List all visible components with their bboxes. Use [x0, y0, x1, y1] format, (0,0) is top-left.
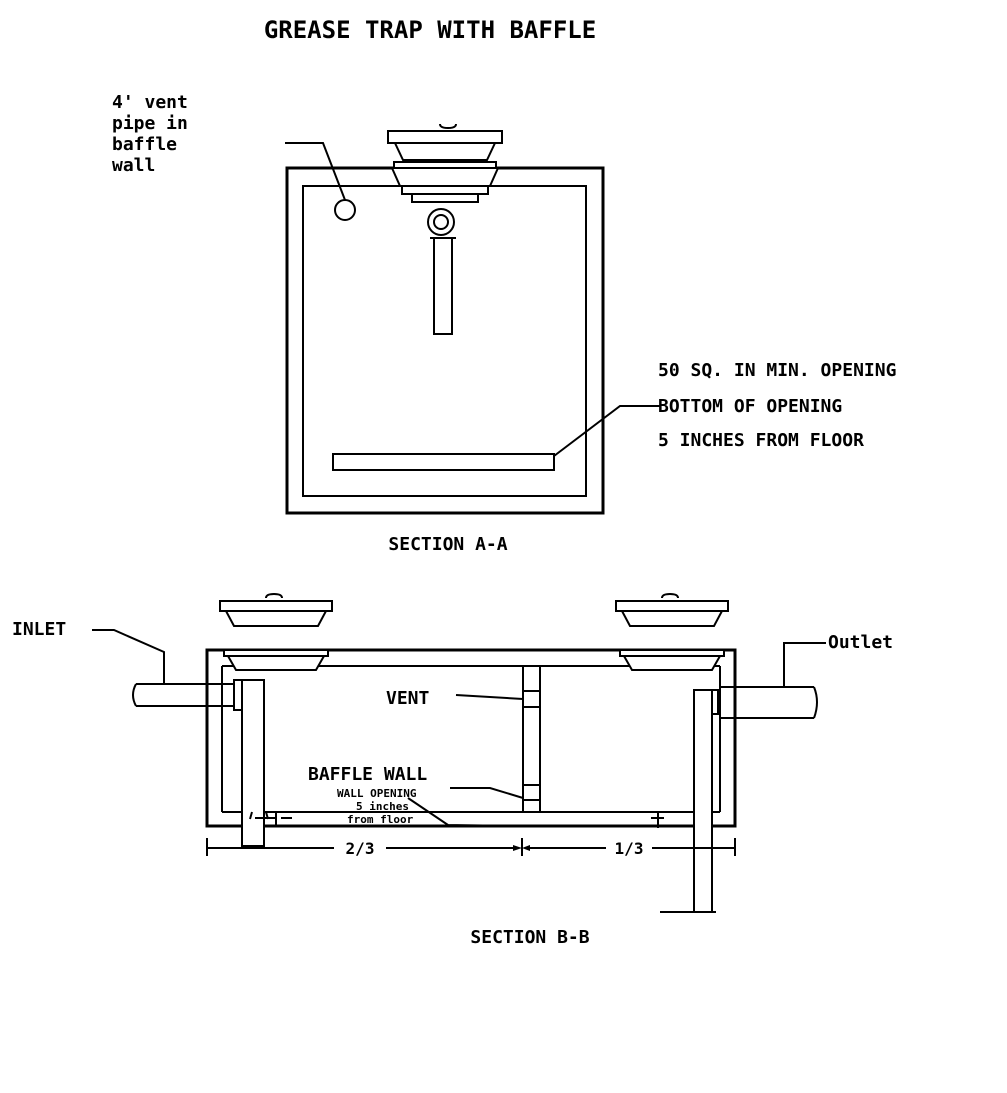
inlet-pipe: [132, 679, 265, 847]
section-a-a-view: 4' vent pipe in baffle wall 50 SQ. IN MI…: [112, 92, 907, 555]
baffle-wall: [522, 665, 541, 813]
tank-outer-wall-b: [205, 648, 737, 828]
manhole-cover-a: [387, 123, 503, 203]
baffle-leader: [407, 797, 516, 827]
tank-inner-wall-a: [302, 185, 587, 497]
opening-note-line-3: 5 INCHES FROM FLOOR: [658, 430, 864, 451]
vent-note-line-1: 4' vent: [112, 92, 188, 113]
baffle-wall-label: BAFFLE WALL: [308, 764, 427, 785]
vent-pipe-circle: [334, 199, 356, 221]
wall-opening-line-1: WALL OPENING: [337, 787, 417, 800]
baffle-opening-slot: [332, 453, 555, 471]
outlet-label: Outlet: [828, 632, 893, 653]
vent-note: 4' vent pipe in baffle wall: [112, 92, 199, 176]
vent-leader: [455, 694, 524, 700]
outlet-pipe: [660, 686, 818, 913]
vent-note-line-2: pipe in: [112, 113, 188, 134]
vent-note-line-3: baffle: [112, 134, 177, 155]
outlet-leader: [783, 642, 826, 687]
wall-opening-note: WALL OPENING 5 inches from floor: [337, 787, 423, 826]
opening-note-leader: [553, 405, 660, 457]
vent-note-leader: [285, 142, 346, 201]
section-a-caption: SECTION A-A: [388, 534, 507, 555]
manhole-cover-right: [615, 592, 729, 671]
wall-opening-line-2: 5 inches: [356, 800, 409, 813]
tank-outer-wall-a: [285, 166, 605, 515]
manhole-cover-left: [219, 592, 333, 671]
inlet-leader: [92, 629, 165, 684]
opening-note-line-2: BOTTOM OF OPENING: [658, 396, 842, 417]
dimension-line: [206, 838, 736, 856]
section-b-b-view: INLET Outlet VENT BAFFLE WALL WALL OPENI…: [12, 592, 893, 948]
wall-opening-leader: [450, 787, 524, 799]
inlet-label: INLET: [12, 619, 66, 640]
opening-note: 50 SQ. IN MIN. OPENING BOTTOM OF OPENING…: [658, 360, 907, 451]
section-b-caption: SECTION B-B: [470, 927, 589, 948]
clearance-marks: [249, 811, 664, 828]
opening-note-line-1: 50 SQ. IN MIN. OPENING: [658, 360, 896, 381]
vent-note-line-4: wall: [112, 155, 155, 176]
dimension-two-thirds: 2/3: [346, 839, 375, 858]
vent-label: VENT: [386, 688, 430, 709]
drawing-title: GREASE TRAP WITH BAFFLE: [264, 16, 596, 44]
cover-handle: [439, 123, 457, 130]
wall-opening-line-3: from floor: [347, 813, 414, 826]
dimension-one-third: 1/3: [615, 839, 644, 858]
pipe-tee-a: [427, 208, 456, 335]
